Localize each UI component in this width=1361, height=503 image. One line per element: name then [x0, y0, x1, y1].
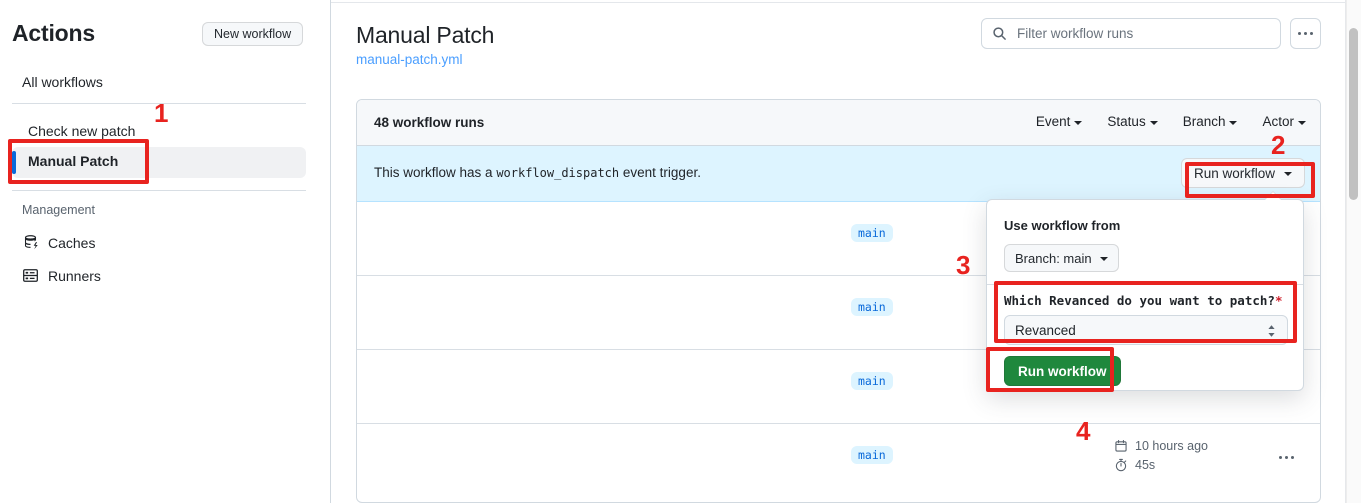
run-timestamp-label: 10 hours ago	[1135, 439, 1208, 453]
workflow-dispatch-message: This workflow has a workflow_dispatch ev…	[374, 165, 701, 180]
stopwatch-icon	[1114, 458, 1128, 472]
dispatch-suffix: event trigger.	[622, 165, 701, 180]
popover-caret-icon	[1265, 192, 1281, 200]
run-workflow-submit-button[interactable]: Run workflow	[1004, 356, 1121, 386]
use-workflow-from-label: Use workflow from	[1004, 218, 1121, 233]
page-scrollbar[interactable]	[1346, 0, 1361, 503]
sidebar-item-runners-label: Runners	[48, 267, 101, 284]
workflow-runs-header: 48 workflow runs Event Status Branch	[357, 100, 1320, 146]
sidebar-item-check-new-patch[interactable]: Check new patch	[28, 123, 136, 139]
chevron-down-icon	[1074, 120, 1083, 125]
new-workflow-button[interactable]: New workflow	[202, 22, 304, 46]
filter-actor[interactable]: Actor	[1262, 114, 1306, 129]
server-rack-icon	[22, 267, 39, 284]
sidebar-management-heading: Management	[22, 203, 95, 217]
calendar-icon	[1114, 439, 1128, 453]
branch-selector-button[interactable]: Branch: main	[1004, 244, 1119, 272]
filter-event[interactable]: Event	[1036, 114, 1083, 129]
sidebar-divider-1	[12, 103, 306, 104]
workflow-file-link[interactable]: manual-patch.yml	[356, 52, 463, 67]
patch-target-select[interactable]: Revanced	[1004, 315, 1288, 345]
sidebar-item-manual-patch-label: Manual Patch	[28, 153, 119, 169]
run-workflow-popover: Use workflow from Branch: main Which Rev…	[986, 192, 1304, 391]
sidebar-item-caches-label: Caches	[48, 234, 96, 251]
chevron-down-icon	[1229, 120, 1238, 125]
sidebar-main-divider	[330, 0, 331, 503]
sidebar-item-runners[interactable]: Runners	[22, 267, 101, 284]
branch-badge[interactable]: main	[851, 224, 893, 242]
popover-divider	[987, 284, 1303, 285]
branch-selector-label: Branch: main	[1015, 250, 1092, 266]
page-title: Manual Patch	[356, 22, 495, 48]
workflow-dispatch-banner: This workflow has a workflow_dispatch ev…	[357, 146, 1320, 202]
sidebar-title: Actions	[12, 20, 95, 46]
run-workflow-dropdown-label: Run workflow	[1193, 165, 1275, 181]
run-duration-label: 45s	[1135, 458, 1156, 472]
kebab-menu-icon	[1298, 32, 1313, 35]
page-scrollbar-thumb[interactable]	[1349, 28, 1358, 200]
cache-database-icon	[22, 234, 39, 251]
run-meta: 10 hours ago 45s	[1114, 439, 1252, 477]
dispatch-prefix: This workflow has a	[374, 165, 493, 180]
chevron-down-icon	[1298, 120, 1306, 125]
header-divider	[0, 2, 1361, 3]
filter-branch[interactable]: Branch	[1183, 114, 1238, 129]
required-marker: *	[1274, 293, 1283, 308]
filter-workflow-runs-field[interactable]	[981, 18, 1281, 49]
run-duration: 45s	[1114, 458, 1252, 472]
patch-target-selected-value: Revanced	[1015, 322, 1076, 338]
search-input[interactable]	[1015, 25, 1270, 42]
branch-badge[interactable]: main	[851, 298, 893, 316]
sidebar-divider-2	[12, 190, 306, 191]
run-row-overflow-button[interactable]	[1275, 452, 1298, 463]
select-updown-icon	[1266, 323, 1277, 339]
filter-status-label: Status	[1107, 114, 1146, 129]
filter-branch-label: Branch	[1182, 114, 1226, 129]
dispatch-event-code: workflow_dispatch	[496, 166, 620, 180]
sidebar-item-all-workflows[interactable]: All workflows	[22, 74, 103, 90]
branch-badge[interactable]: main	[851, 372, 893, 390]
kebab-menu-icon	[1279, 456, 1294, 459]
filter-actor-label: Actor	[1262, 114, 1294, 129]
patch-target-label-text: Which Revanced do you want to patch?	[1004, 293, 1275, 308]
chevron-down-icon	[1284, 172, 1292, 176]
search-icon	[992, 26, 1007, 41]
filter-event-label: Event	[1035, 114, 1071, 129]
branch-badge[interactable]: main	[851, 446, 893, 464]
filter-status[interactable]: Status	[1107, 114, 1158, 129]
sidebar-item-manual-patch[interactable]: Manual Patch	[12, 147, 306, 178]
content-right-edge	[1345, 0, 1346, 503]
patch-target-label: Which Revanced do you want to patch?*	[1004, 293, 1282, 308]
workflow-runs-count: 48 workflow runs	[374, 115, 485, 130]
chevron-down-icon	[1149, 120, 1158, 125]
selected-indicator-bar	[12, 151, 16, 174]
chevron-down-icon	[1099, 257, 1108, 261]
run-workflow-dropdown-button[interactable]: Run workflow	[1180, 158, 1305, 188]
sidebar-item-caches[interactable]: Caches	[22, 234, 95, 251]
actions-sidebar: Actions New workflow All workflows Check…	[0, 0, 330, 503]
table-row[interactable]: main 10 hours ago	[357, 424, 1320, 498]
workflow-overflow-menu-button[interactable]	[1290, 18, 1321, 49]
filter-bar: Event Status Branch Actor	[1036, 114, 1306, 129]
run-timestamp: 10 hours ago	[1114, 439, 1252, 453]
